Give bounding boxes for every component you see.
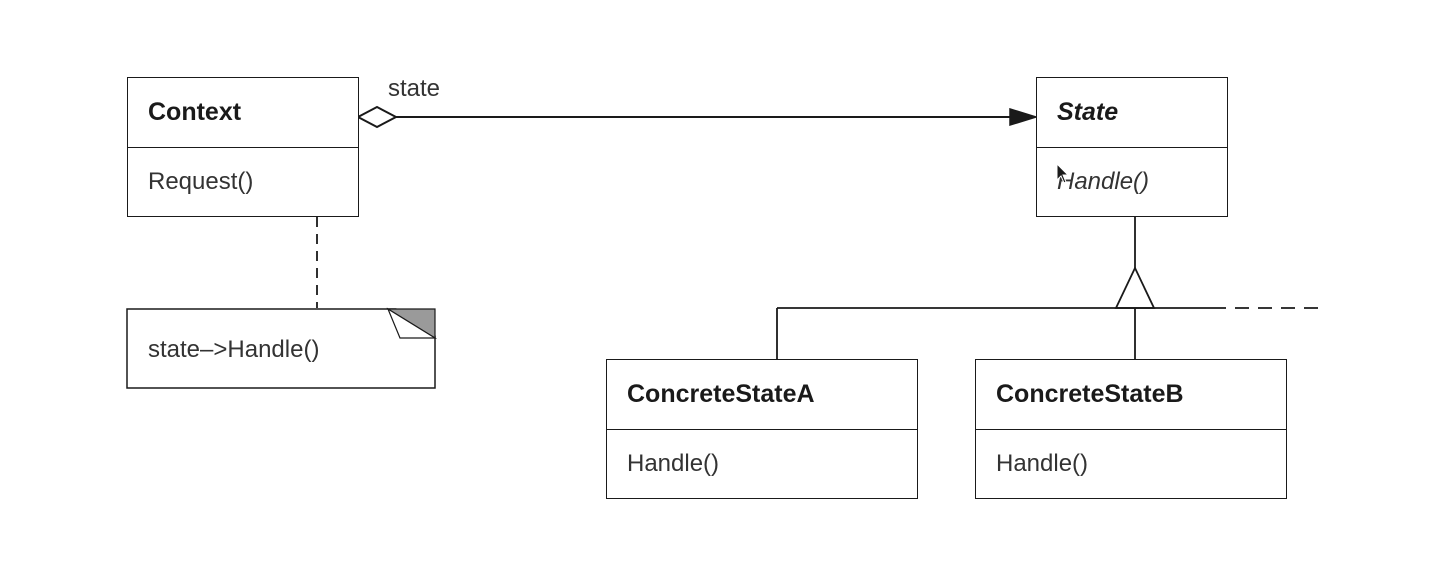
context-class-name: Context <box>128 78 358 148</box>
aggregation-diamond <box>355 105 399 129</box>
note-fold-flap <box>386 307 438 339</box>
state-handle-operation: Handle() <box>1057 168 1150 195</box>
context-request-operation: Request() <box>148 168 254 195</box>
mouse-cursor-icon <box>1056 163 1070 184</box>
concrete-state-a-handle-operation: Handle() <box>627 450 720 477</box>
concrete-state-a-name: ConcreteStateA <box>607 360 917 430</box>
context-class[interactable]: Context Request() <box>127 77 359 217</box>
association-role-label: state <box>388 75 441 102</box>
concrete-state-b-name: ConcreteStateB <box>976 360 1286 430</box>
state-class-name: State <box>1037 78 1227 148</box>
concrete-state-b-class[interactable]: ConcreteStateB Handle() <box>975 359 1287 499</box>
inheritance-triangle <box>1114 265 1156 309</box>
concrete-state-a-class[interactable]: ConcreteStateA Handle() <box>606 359 918 499</box>
note-box <box>126 308 436 389</box>
state-class[interactable]: State Handle() <box>1036 77 1228 217</box>
association-arrowhead <box>1009 107 1039 127</box>
concrete-state-b-handle-operation: Handle() <box>996 450 1089 477</box>
note-text: state–>Handle() <box>148 336 320 363</box>
